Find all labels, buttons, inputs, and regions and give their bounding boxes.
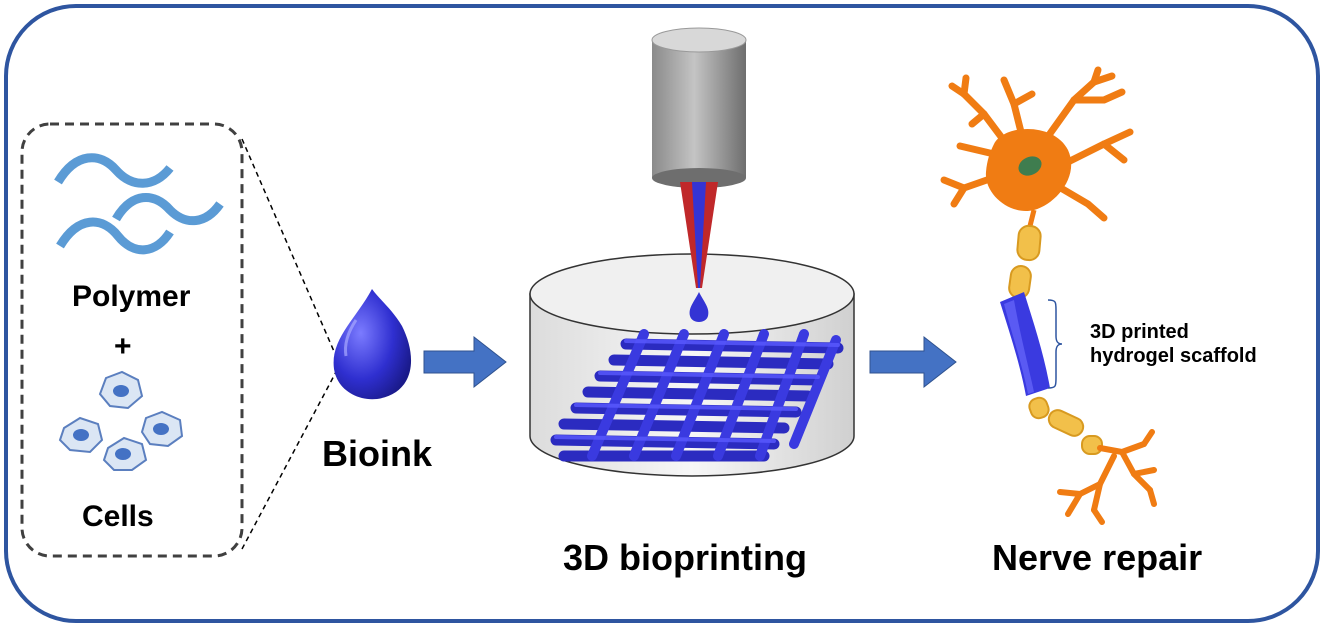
neuron — [940, 66, 1157, 525]
polymer-label: Polymer — [72, 280, 191, 313]
zoom-line-bottom — [241, 371, 337, 550]
cell-4 — [102, 436, 148, 471]
cells-label: Cells — [82, 500, 154, 533]
nerve-repair-label: Nerve repair — [992, 537, 1203, 578]
scaffold-bracket — [1047, 299, 1063, 389]
polymer-chain-2 — [112, 192, 224, 226]
cell-3 — [140, 410, 184, 448]
cells-group — [58, 370, 184, 471]
bioink-droplet — [333, 289, 412, 400]
bioink-label: Bioink — [322, 433, 433, 474]
neuron-nucleus — [1018, 156, 1042, 176]
polymer-chain-3 — [56, 217, 174, 255]
bioprinting-label: 3D bioprinting — [563, 537, 807, 578]
arrow-bioink-to-printer — [423, 335, 507, 389]
diagram-canvas — [4, 4, 1320, 623]
polymer-chains — [54, 153, 224, 255]
axon — [1000, 209, 1103, 455]
cell-1 — [98, 370, 144, 410]
plus-label: + — [114, 330, 132, 363]
scaffold-annotation-line2: hydrogel scaffold — [1090, 345, 1257, 367]
falling-drop — [689, 292, 709, 322]
zoom-line-top — [241, 138, 337, 357]
polymer-chain-1 — [54, 153, 174, 188]
cell-2 — [58, 416, 104, 454]
hydrogel-scaffold — [550, 329, 844, 462]
printhead — [651, 27, 747, 188]
arrow-printer-to-nerve — [869, 335, 957, 389]
scaffold-annotation-line1: 3D printed — [1090, 321, 1189, 343]
inset-box — [20, 122, 244, 558]
scaffold-annotation: 3D printed hydrogel scaffold — [1090, 320, 1257, 368]
